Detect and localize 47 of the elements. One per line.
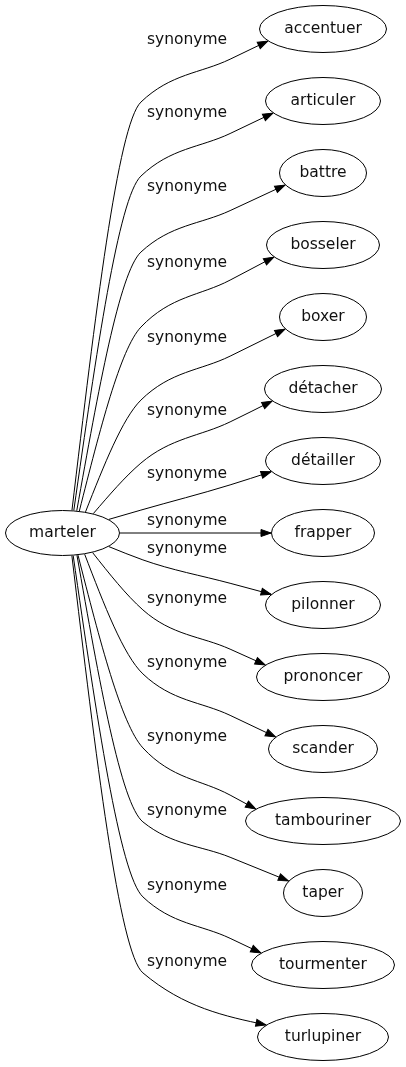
- term-label: articuler: [290, 92, 356, 110]
- term-label: prononcer: [283, 668, 363, 686]
- arrow: [92, 552, 266, 666]
- term-ellipse: [266, 221, 380, 269]
- arrow: [77, 554, 257, 810]
- term-label: scander: [292, 740, 354, 758]
- term-label: battre: [299, 164, 347, 182]
- term-ellipse: [259, 5, 387, 53]
- arrow: [76, 184, 286, 512]
- term-ellipse: [264, 365, 382, 413]
- term-label: détacher: [288, 380, 358, 398]
- term-ellipse: [279, 293, 367, 341]
- term-ellipse: [271, 509, 375, 557]
- term-ellipse: [245, 797, 401, 845]
- arrow: [84, 553, 276, 738]
- arrow: [76, 554, 289, 882]
- term-ellipse: [256, 653, 390, 701]
- term-label: bosseler: [290, 236, 356, 254]
- term-ellipse: [279, 149, 367, 197]
- term-label: marteler: [29, 524, 96, 542]
- term-ellipse: [5, 510, 120, 556]
- arrow: [108, 471, 272, 520]
- arrow: [73, 112, 274, 511]
- term-label: turlupiner: [284, 1028, 362, 1046]
- arrow: [108, 546, 272, 596]
- term-label: tambouriner: [274, 812, 372, 830]
- term-label: frapper: [294, 524, 352, 542]
- term-ellipse: [283, 869, 363, 917]
- arrow: [119, 529, 272, 537]
- arrow: [78, 256, 275, 512]
- term-label: tourmenter: [279, 956, 367, 974]
- term-label: pilonner: [291, 596, 355, 614]
- arrow: [71, 555, 267, 1027]
- term-ellipse: [265, 77, 381, 125]
- term-ellipse: [265, 437, 381, 485]
- term-label: accentuer: [284, 20, 362, 38]
- arrow: [72, 555, 262, 954]
- term-label: taper: [302, 884, 344, 902]
- arrow: [71, 40, 269, 511]
- term-label: détailler: [291, 452, 355, 470]
- term-ellipse: [251, 941, 395, 989]
- term-ellipse: [257, 1013, 389, 1061]
- term-label: boxer: [301, 308, 345, 326]
- term-ellipse: [265, 581, 381, 629]
- term-ellipse: [268, 725, 378, 773]
- arrow: [92, 400, 273, 515]
- arrow: [85, 328, 286, 513]
